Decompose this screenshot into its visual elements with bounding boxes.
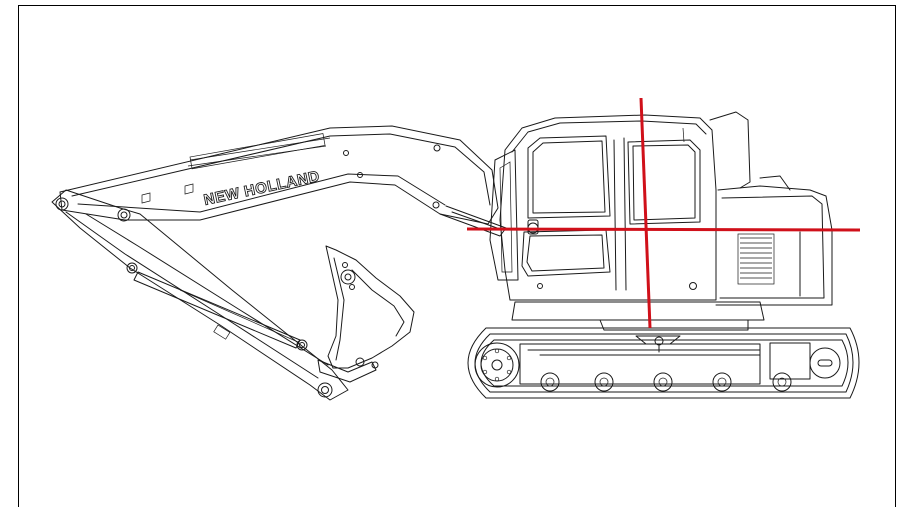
horizontal-axis-line [466,227,861,232]
drive-sprocket [474,342,520,388]
brand-logo-text: NEW HOLLAND [202,168,321,209]
arm-cylinder [133,271,301,349]
bucket-linkage [317,357,379,383]
swing-bearing [511,301,765,331]
boom-cylinder [439,205,507,237]
cab [489,114,717,301]
engine-cover [709,111,833,306]
center-of-gravity-marker [466,97,861,329]
track [467,327,860,399]
bucket [325,245,415,369]
vertical-axis-line [639,97,652,329]
engine-vent-grille [737,233,775,285]
track-rollers [540,372,792,392]
drawing-frame [18,5,896,507]
arm [51,189,349,401]
lifting-eye [635,335,681,353]
boom [59,125,499,225]
